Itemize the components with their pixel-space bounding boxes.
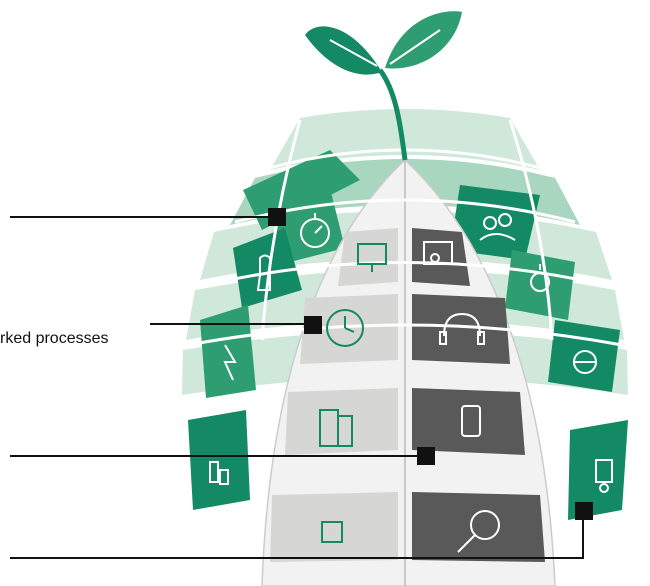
tile-idea xyxy=(505,250,575,320)
tile-teacher xyxy=(412,228,470,286)
globe-pin-icon xyxy=(573,350,597,374)
tile-globe xyxy=(548,320,620,392)
bottles-icon xyxy=(209,461,229,485)
stopwatch-icon xyxy=(300,213,330,248)
teacher-board-icon xyxy=(423,241,453,265)
callout-marker xyxy=(304,316,322,334)
presentation-screen-icon xyxy=(357,243,387,272)
callout-text-2: rked processes xyxy=(0,330,109,347)
tile-magnifier xyxy=(412,492,545,562)
callout-lines xyxy=(10,216,584,559)
callout-markers xyxy=(268,208,593,520)
headset-icon xyxy=(439,312,485,345)
callout-marker xyxy=(417,447,435,465)
energy-icon xyxy=(223,344,237,381)
tile-headset xyxy=(412,294,510,364)
team-icon xyxy=(479,213,516,241)
certificate-icon xyxy=(595,459,613,493)
tile-bottles xyxy=(188,410,250,510)
tile-chip xyxy=(270,492,398,562)
tile-touch xyxy=(233,228,302,308)
callout-marker xyxy=(575,502,593,520)
time-money-icon xyxy=(326,309,364,347)
tile-presentation xyxy=(338,228,398,286)
tile-certificate xyxy=(568,420,628,520)
tile-repair xyxy=(412,388,525,455)
sprout xyxy=(305,11,462,161)
lightbulb-idea-icon xyxy=(530,264,550,292)
left-leaf-icon xyxy=(305,26,382,75)
magnifier-icon xyxy=(457,510,500,553)
tile-books xyxy=(285,388,398,455)
callout-marker xyxy=(268,208,286,226)
books-az-icon xyxy=(319,409,353,447)
mobile-repair-icon xyxy=(461,405,481,437)
chip-icon xyxy=(321,521,343,543)
globe-grid xyxy=(187,119,623,347)
touch-hand-icon xyxy=(256,254,271,291)
